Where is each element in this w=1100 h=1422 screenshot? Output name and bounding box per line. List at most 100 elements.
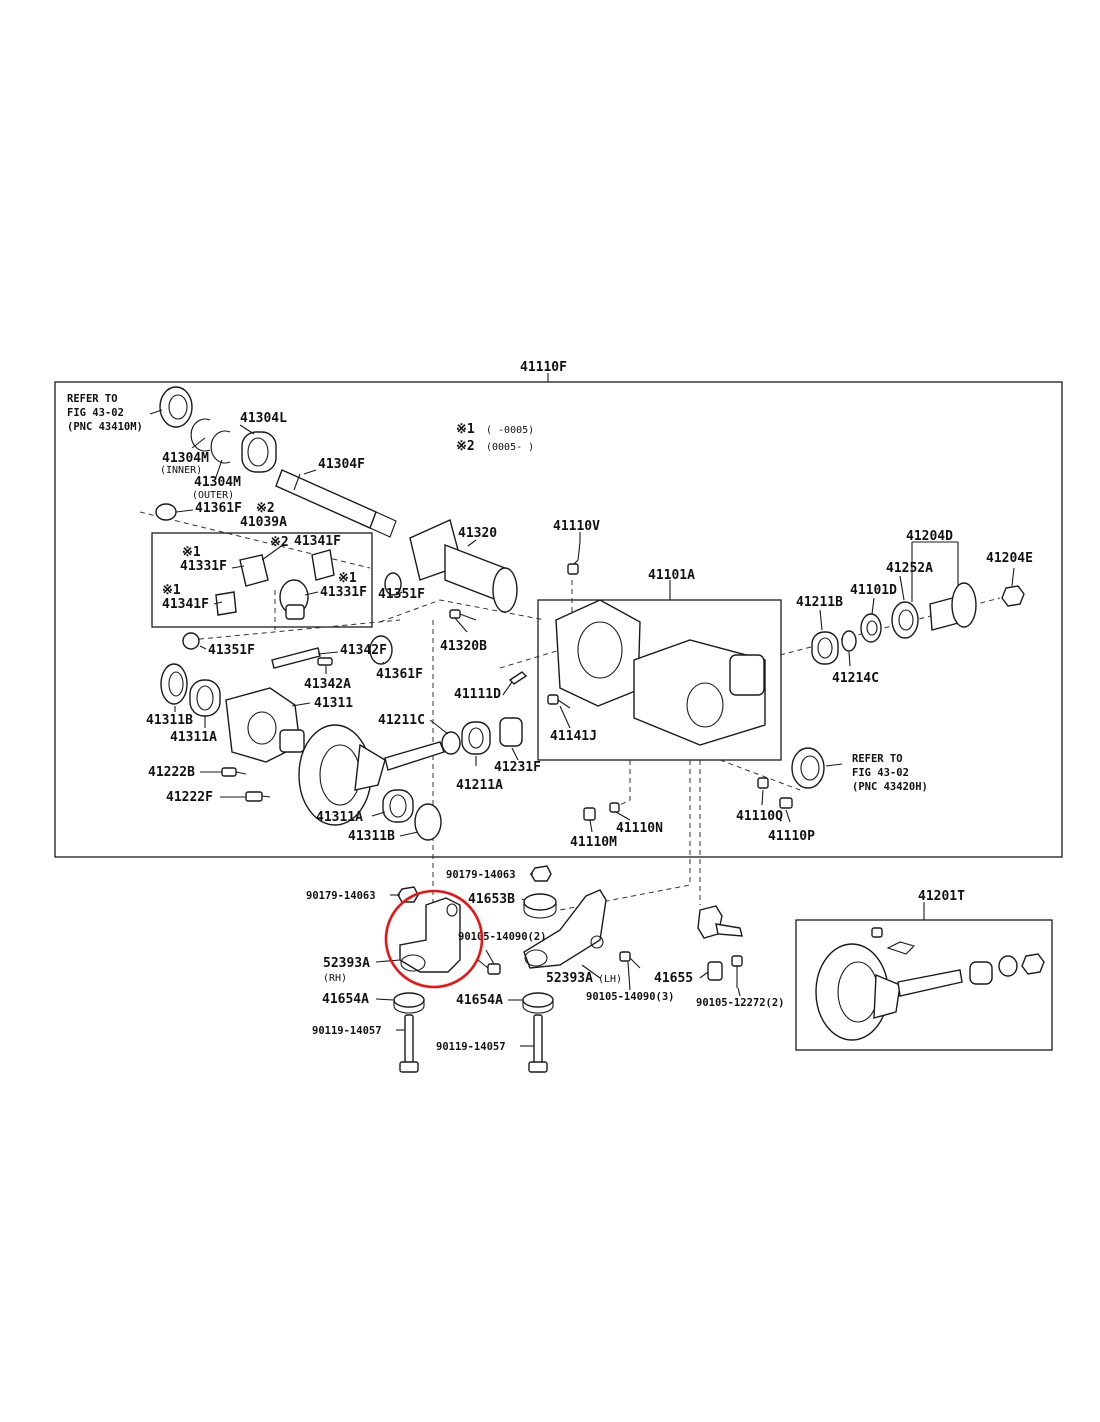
bolt-90105-14090-a <box>477 959 501 975</box>
label-41304M-inner: 41304M <box>162 451 209 466</box>
bolt-41222F <box>245 791 271 802</box>
label-90179-14063-b: 90179-14063 <box>446 869 516 881</box>
pin-41111D <box>508 671 528 685</box>
label-41331F-b: 41331F <box>320 585 367 600</box>
companion-flange-41204D <box>929 582 977 631</box>
washer-41214C <box>841 630 857 652</box>
legend-note2-mark: ※2 <box>456 439 475 454</box>
label-note2-b: ※2 <box>270 535 289 550</box>
label-41653B: 41653B <box>468 892 515 907</box>
plug-41110M <box>583 807 596 821</box>
label-refer-a-2: FIG 43-02 <box>67 407 124 419</box>
label-90105-12272: 90105-12272(2) <box>696 997 785 1009</box>
bearing-41311A-a <box>189 679 221 717</box>
washer-41361F-b <box>369 635 393 665</box>
plug-41110Q <box>757 777 769 789</box>
washer-41361F-a <box>155 503 177 521</box>
ring-gear-and-pinion <box>298 724 445 826</box>
label-refer-b-2: FIG 43-02 <box>852 767 909 779</box>
plug-41110N <box>609 802 620 813</box>
label-90119-14057-b: 90119-14057 <box>436 1041 506 1053</box>
label-note1-b: ※1 <box>338 571 357 586</box>
label-52393A-lh: 52393A <box>546 971 593 986</box>
label-90179-14063-a: 90179-14063 <box>306 890 376 902</box>
bearing-41211A <box>461 721 491 755</box>
label-41304L: 41304L <box>240 411 287 426</box>
label-41351F-a: 41351F <box>378 587 425 602</box>
label-41110P: 41110P <box>768 829 815 844</box>
label-41311: 41311 <box>314 696 353 711</box>
bolt-90119-14057-a <box>399 1014 419 1073</box>
label-41204D: 41204D <box>906 529 953 544</box>
bolt-41141J <box>547 694 571 709</box>
oil-seal-a <box>159 386 193 428</box>
label-41342F: 41342F <box>340 643 387 658</box>
spacer-41211C <box>441 731 461 755</box>
label-assembly: 41110F <box>520 360 567 375</box>
washer-41351F <box>384 572 402 596</box>
highlight-circle <box>384 889 484 989</box>
label-41311A-b: 41311A <box>316 810 363 825</box>
label-41039A: 41039A <box>240 515 287 530</box>
carrier-housing-41101A <box>555 599 766 746</box>
label-41361F-b: 41361F <box>376 667 423 682</box>
mount-41655 <box>697 905 743 981</box>
seal-41252A <box>891 601 919 639</box>
label-41311A-a: 41311A <box>170 730 217 745</box>
cushion-41653B <box>523 893 557 919</box>
label-41110N: 41110N <box>616 821 663 836</box>
label-refer-a-1: REFER TO <box>67 393 118 405</box>
bearing-41211B <box>811 631 839 665</box>
label-41211C: 41211C <box>378 713 425 728</box>
label-outer-note: (OUTER) <box>192 490 234 501</box>
label-41101A: 41101A <box>648 568 695 583</box>
label-41252A: 41252A <box>886 561 933 576</box>
label-41320B: 41320B <box>440 639 487 654</box>
label-41654A-a: 41654A <box>322 992 369 1007</box>
label-refer-b-1: REFER TO <box>852 753 903 765</box>
label-refer-b-3: (PNC 43420H) <box>852 781 928 793</box>
bearing-41311A-b <box>382 789 414 823</box>
nut-41204E <box>1001 585 1025 607</box>
label-41311B-b: 41311B <box>348 829 395 844</box>
label-41361F-a: 41361F <box>195 501 242 516</box>
bearing-41311B-a <box>160 663 188 705</box>
differential-case-frame <box>151 532 373 628</box>
label-inner-note: (INNER) <box>160 465 202 476</box>
label-41110Q: 41110Q <box>736 809 783 824</box>
shaft-41304F <box>275 469 397 538</box>
legend-note1-mark: ※1 <box>456 422 475 437</box>
label-41311B-a: 41311B <box>146 713 193 728</box>
assembly-frame <box>54 381 1063 858</box>
bolt-90119-14057-b <box>528 1014 548 1073</box>
spacer-41231F <box>499 717 523 747</box>
bracket-52393A-rh <box>399 897 461 973</box>
label-41110V: 41110V <box>553 519 600 534</box>
label-refer-a-3: (PNC 43410M) <box>67 421 143 433</box>
label-41222B: 41222B <box>148 765 195 780</box>
bracket-52393A-lh <box>523 889 607 969</box>
label-41101D: 41101D <box>850 583 897 598</box>
leader-lines <box>149 409 1015 1047</box>
breather-41110V <box>567 541 581 575</box>
label-41654A-b: 41654A <box>456 993 503 1008</box>
label-41341F-a: 41341F <box>294 534 341 549</box>
label-41231F: 41231F <box>494 760 541 775</box>
housing-tube-41320 <box>409 519 518 613</box>
label-41320: 41320 <box>458 526 497 541</box>
legend-note2-text: (0005- ) <box>486 442 534 453</box>
label-41222F: 41222F <box>166 790 213 805</box>
label-41304M-outer: 41304M <box>194 475 241 490</box>
legend-note1-text: ( -0005) <box>486 425 534 436</box>
label-41655: 41655 <box>654 971 693 986</box>
nut-90179-14063-b <box>530 865 552 882</box>
bolt-41222B <box>221 767 247 777</box>
snap-rings <box>190 418 231 464</box>
seal-41101D <box>860 613 882 643</box>
pinion-gears <box>215 549 335 620</box>
label-rh-note: (RH) <box>323 973 347 984</box>
label-note1-a: ※1 <box>182 545 201 560</box>
differential-case-41311 <box>225 687 305 763</box>
label-41110M: 41110M <box>570 835 617 850</box>
bolt-90105-14090-b <box>619 951 641 969</box>
